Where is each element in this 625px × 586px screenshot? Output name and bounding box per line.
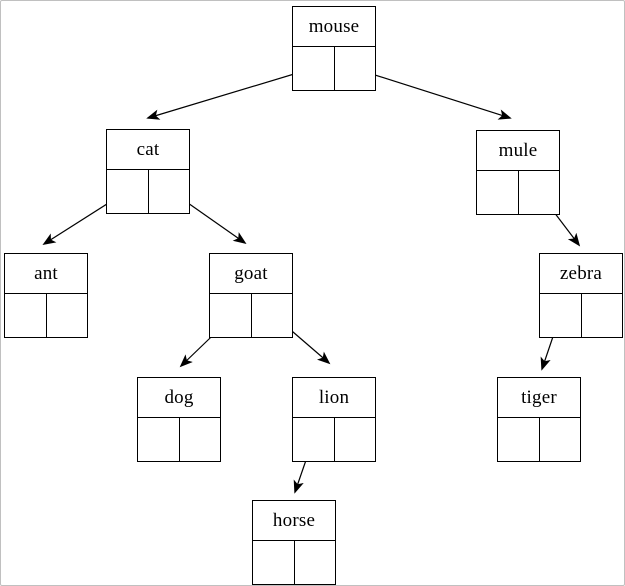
- node-label: cat: [106, 129, 190, 170]
- node-label: horse: [252, 500, 336, 541]
- node-label: dog: [137, 377, 221, 418]
- pointer-cells: [137, 418, 221, 462]
- pointer-cells: [209, 294, 293, 338]
- tree-node-tiger: tiger: [497, 377, 581, 462]
- right-pointer-cell: [333, 47, 376, 90]
- node-label: mule: [476, 130, 560, 171]
- left-pointer-cell: [477, 171, 518, 214]
- left-pointer-cell: [138, 418, 179, 461]
- right-pointer-cell: [517, 171, 560, 214]
- left-pointer-cell: [210, 294, 251, 337]
- tree-node-zebra: zebra: [539, 253, 623, 338]
- right-pointer-cell: [178, 418, 221, 461]
- tree-node-goat: goat: [209, 253, 293, 338]
- pointer-cells: [292, 418, 376, 462]
- right-pointer-cell: [147, 170, 190, 213]
- tree-node-mouse: mouse: [292, 6, 376, 91]
- tree-node-dog: dog: [137, 377, 221, 462]
- node-label: ant: [4, 253, 88, 294]
- tree-node-mule: mule: [476, 130, 560, 215]
- left-pointer-cell: [293, 418, 334, 461]
- left-pointer-cell: [293, 47, 334, 90]
- node-label: tiger: [497, 377, 581, 418]
- right-pointer-cell: [538, 418, 581, 461]
- right-pointer-cell: [45, 294, 88, 337]
- pointer-cells: [539, 294, 623, 338]
- tree-node-lion: lion: [292, 377, 376, 462]
- node-label: lion: [292, 377, 376, 418]
- node-label: goat: [209, 253, 293, 294]
- right-pointer-cell: [293, 541, 336, 584]
- pointer-cells: [292, 47, 376, 91]
- left-pointer-cell: [498, 418, 539, 461]
- pointer-cells: [497, 418, 581, 462]
- pointer-cells: [252, 541, 336, 585]
- pointer-cells: [106, 170, 190, 214]
- left-pointer-cell: [107, 170, 148, 213]
- pointer-cells: [476, 171, 560, 215]
- tree-node-ant: ant: [4, 253, 88, 338]
- right-pointer-cell: [250, 294, 293, 337]
- left-pointer-cell: [540, 294, 581, 337]
- node-label: mouse: [292, 6, 376, 47]
- pointer-cells: [4, 294, 88, 338]
- edge-mouse-left-cat: [146, 67, 315, 120]
- node-label: zebra: [539, 253, 623, 294]
- right-pointer-cell: [333, 418, 376, 461]
- tree-node-horse: horse: [252, 500, 336, 585]
- right-pointer-cell: [580, 294, 623, 337]
- tree-node-cat: cat: [106, 129, 190, 214]
- left-pointer-cell: [5, 294, 46, 337]
- edge-mouse-right-mule: [352, 67, 512, 120]
- left-pointer-cell: [253, 541, 294, 584]
